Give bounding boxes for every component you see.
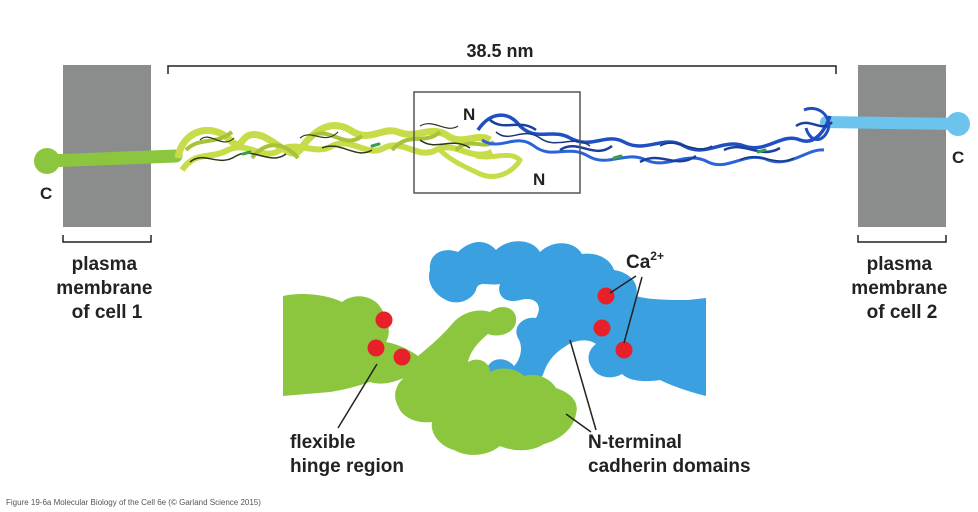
hinge-label: flexible hinge region: [290, 432, 404, 477]
n-terminus-label-bottom: N: [533, 170, 545, 189]
cell-1-anchor: [34, 148, 183, 174]
domains-leader-lines: [565, 339, 597, 433]
calcium-ion: [593, 319, 611, 337]
cadherin-structure-cell-1: [174, 122, 523, 179]
membrane-label-cell-1: plasma membrane of cell 1: [56, 254, 157, 323]
figure-caption: Figure 19-6a Molecular Biology of the Ce…: [6, 498, 261, 507]
cell-2-anchor: [820, 112, 970, 136]
length-label: 38.5 nm: [466, 41, 533, 61]
domains-label: N-terminal cadherin domains: [588, 432, 751, 477]
calcium-ion: [615, 341, 633, 359]
n-terminus-label-top: N: [463, 105, 475, 124]
membrane-label-cell-2: plasma membrane of cell 2: [851, 254, 952, 323]
c-terminus-label-right: C: [952, 148, 964, 167]
calcium-ions: [367, 287, 633, 366]
cadherin-structure-cell-2: [476, 107, 833, 167]
calcium-ion: [375, 311, 393, 329]
membrane-bracket-left: [62, 235, 152, 243]
calcium-ion: [367, 339, 385, 357]
calcium-ion: [393, 348, 411, 366]
plasma-membrane-cell-2: [858, 65, 946, 227]
c-terminus-label-left: C: [40, 184, 52, 203]
hinge-markers: [241, 142, 767, 160]
cell-1-cadherin-schematic: [283, 294, 577, 455]
calcium-label: Ca2+: [626, 249, 664, 273]
length-bracket: [167, 65, 837, 74]
membrane-bracket-right: [857, 235, 947, 243]
calcium-ion: [597, 287, 615, 305]
cell-2-cadherin-schematic: [428, 241, 706, 396]
calcium-leader-lines: [609, 275, 643, 344]
interface-box: [413, 91, 581, 194]
plasma-membrane-cell-1: [63, 65, 151, 227]
hinge-leader-line: [337, 363, 378, 429]
